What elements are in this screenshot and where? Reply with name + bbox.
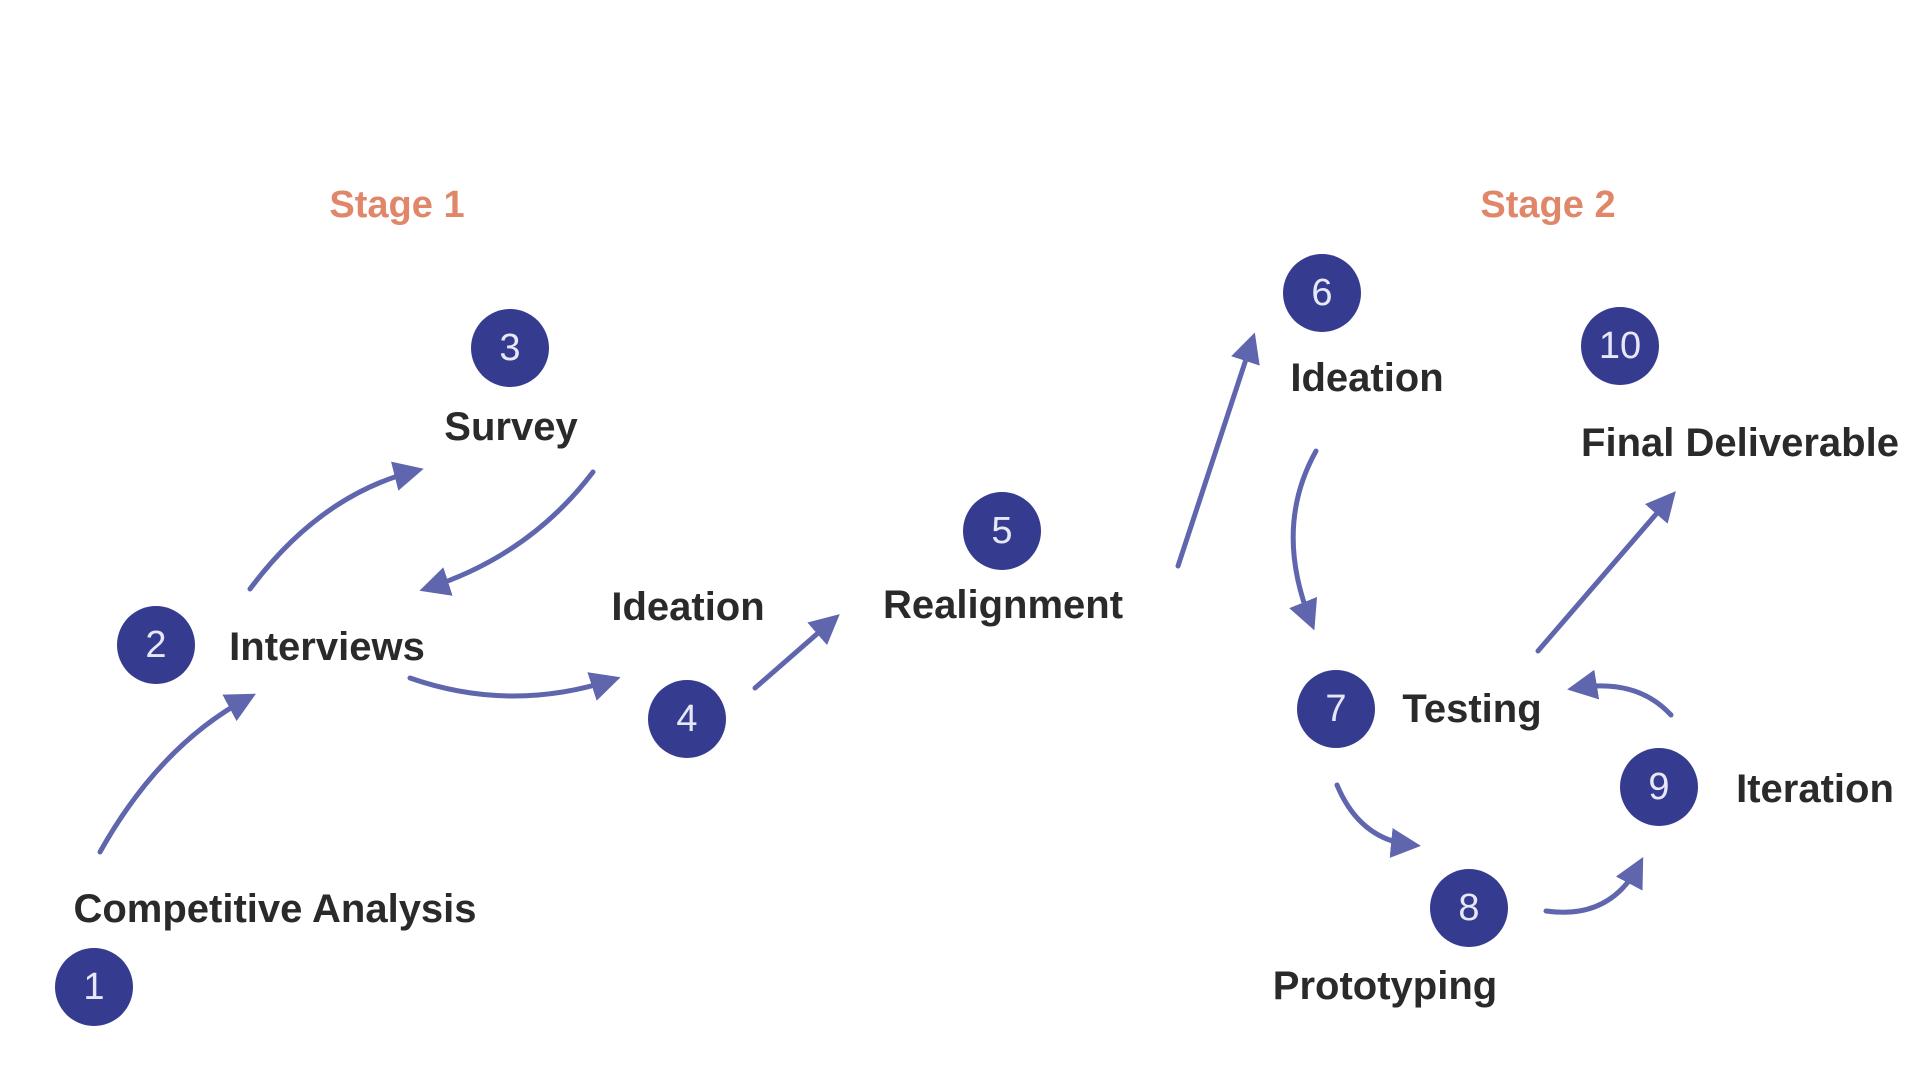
step-7-label: Testing	[1402, 687, 1542, 731]
arrow-2-to-3	[247, 461, 424, 592]
step-5-label: Realignment	[882, 583, 1124, 627]
step-3-label: Survey	[444, 405, 578, 449]
arrow-5-to-6	[1175, 332, 1260, 569]
stage-1-title: Stage 1	[329, 184, 465, 226]
step-1-number-badge: 1	[55, 948, 133, 1026]
arrow-8-to-9	[1543, 857, 1644, 915]
step-2-label: Interviews	[229, 625, 425, 669]
step-4-number-badge: 4	[648, 680, 726, 758]
arrow-3-to-2	[419, 469, 596, 596]
step-3-number-badge: 3	[471, 309, 549, 387]
arrow-4-to-5	[752, 614, 840, 691]
arrow-1-to-2	[97, 693, 256, 855]
step-5-number-badge: 5	[963, 492, 1041, 570]
step-1-label: Competitive Analysis	[73, 887, 477, 931]
step-10-number-badge: 10	[1581, 307, 1659, 385]
step-9-label: Iteration	[1736, 767, 1894, 811]
step-6-number-badge: 6	[1283, 254, 1361, 332]
stage-2-title: Stage 2	[1480, 184, 1616, 226]
step-10-label: Final Deliverable	[1581, 421, 1899, 465]
arrow-7-to-8	[1334, 782, 1421, 858]
arrow-9-to-7	[1567, 669, 1674, 718]
step-8-number-badge: 8	[1430, 869, 1508, 947]
step-6-label: Ideation	[1290, 356, 1444, 400]
step-8-label: Prototyping	[1272, 964, 1498, 1008]
step-2-number-badge: 2	[117, 606, 195, 684]
arrow-2-to-4	[407, 672, 621, 701]
step-7-number-badge: 7	[1297, 670, 1375, 748]
step-9-number-badge: 9	[1620, 748, 1698, 826]
step-4-label: Ideation	[611, 585, 765, 629]
arrow-6-to-7	[1289, 448, 1319, 631]
arrow-7-to-10	[1535, 491, 1676, 654]
